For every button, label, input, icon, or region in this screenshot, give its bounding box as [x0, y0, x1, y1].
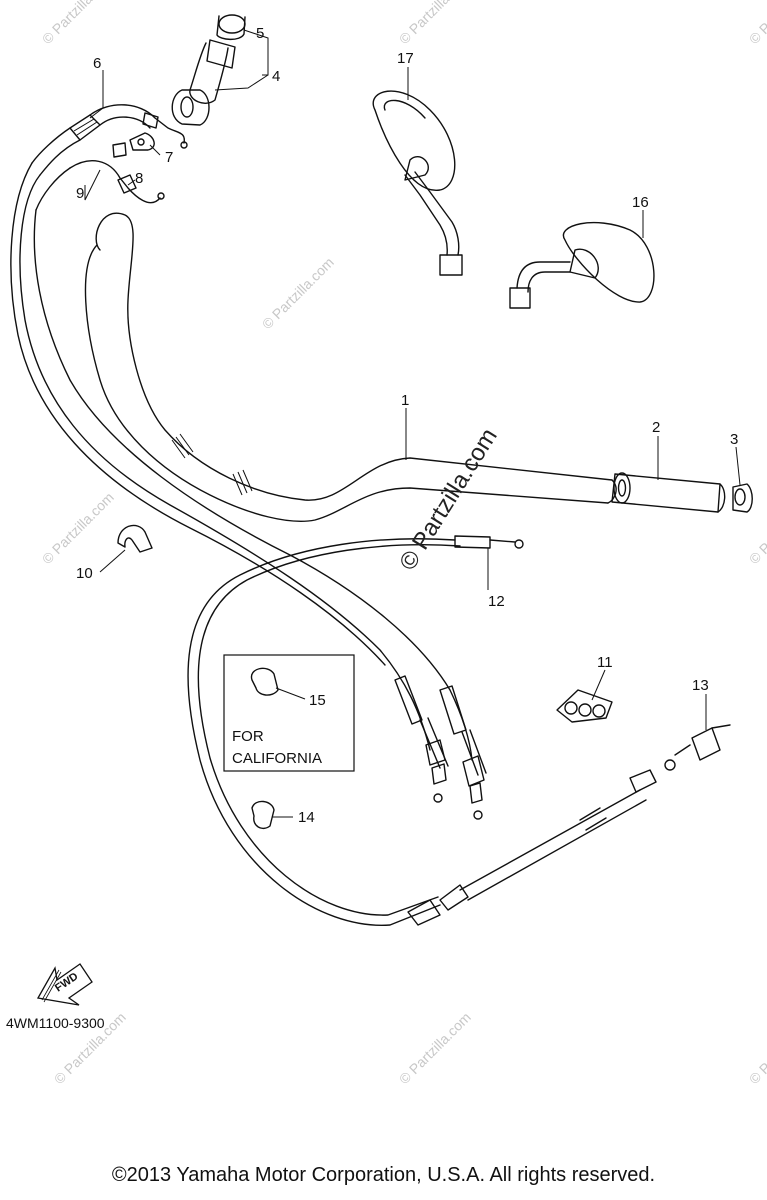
leader-lines: [84, 29, 741, 818]
watermark-tile: © Partzilla.com: [396, 0, 474, 47]
callout-7: 7: [165, 149, 173, 166]
callout-16: 16: [632, 194, 649, 211]
callout-14: 14: [298, 809, 315, 826]
callout-9: 9: [76, 185, 84, 202]
watermark-tile: © Partzilla.com: [746, 0, 767, 47]
callout-3: 3: [730, 431, 738, 448]
callout-17: 17: [397, 50, 414, 67]
long-cable: [187, 535, 731, 926]
watermark-tile: © Partzilla.com: [746, 1009, 767, 1087]
watermark-main: © Partzilla.com: [394, 424, 503, 575]
cable-clamps: [117, 524, 613, 830]
callout-12: 12: [488, 593, 505, 610]
callout-4: 4: [272, 68, 280, 85]
california-label-line2: CALIFORNIA: [232, 750, 322, 767]
diagram-code: 4WM1100-9300: [6, 1015, 105, 1031]
callout-15: 15: [309, 692, 326, 709]
callouts: 1 2 3 4 5 6 7 8 9 10 11 12 13 14 15 16 1…: [76, 25, 738, 826]
handlebar: [84, 212, 617, 522]
callout-13: 13: [692, 677, 709, 694]
watermark-tile: © Partzilla.com: [396, 1009, 474, 1087]
callout-10: 10: [76, 565, 93, 582]
grip-end: [732, 483, 753, 513]
california-inset: FOR CALIFORNIA: [223, 654, 355, 772]
watermark-tiles: © Partzilla.com © Partzilla.com © Partzi…: [39, 0, 767, 1087]
mirror-right: [509, 222, 655, 309]
watermark-tile: © Partzilla.com: [39, 489, 117, 567]
california-inset-frame: [223, 654, 355, 772]
right-grip: [611, 472, 726, 513]
throttle-grip-assembly: [171, 14, 246, 126]
mirror-left: [372, 90, 463, 276]
callout-6: 6: [93, 55, 101, 72]
california-label-line1: FOR: [232, 728, 264, 745]
copyright-notice: ©2013 Yamaha Motor Corporation, U.S.A. A…: [111, 1164, 656, 1186]
callout-2: 2: [652, 419, 660, 436]
watermark-tile: © Partzilla.com: [746, 489, 767, 567]
callout-11: 11: [597, 654, 613, 671]
watermark-tile: © Partzilla.com: [39, 0, 117, 47]
control-cables: [10, 162, 487, 820]
watermark-tile: © Partzilla.com: [259, 254, 337, 332]
forward-arrow-icon: FWD: [36, 963, 93, 1006]
callout-5: 5: [256, 25, 264, 42]
callout-1: 1: [401, 392, 409, 409]
lever-cable-ends: [31, 104, 188, 211]
callout-8: 8: [135, 170, 143, 187]
